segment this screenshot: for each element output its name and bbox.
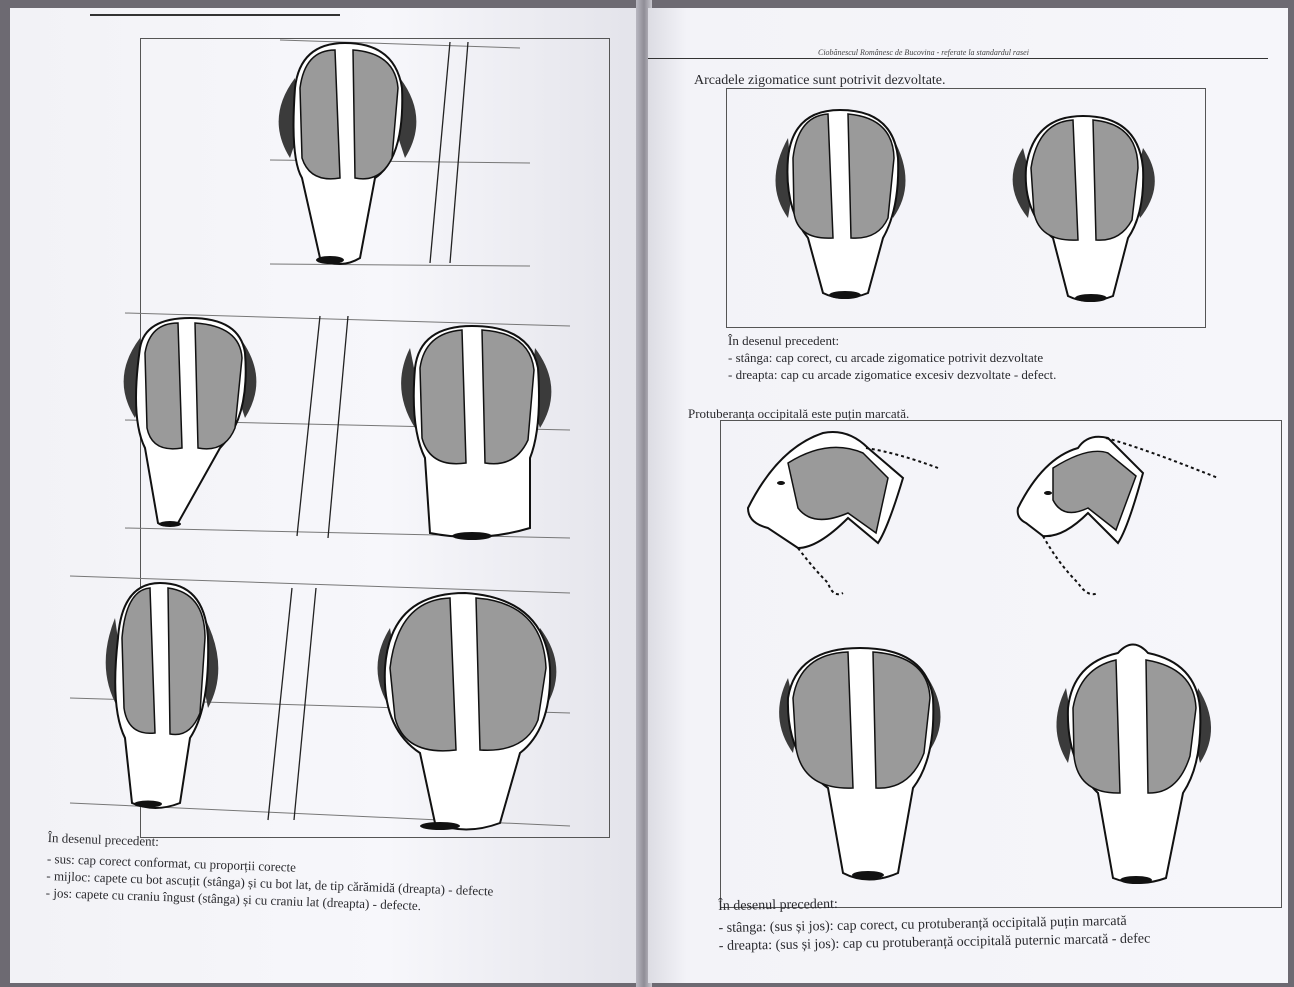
guide-line (280, 40, 520, 48)
head-drawing-occipital-marked (1056, 645, 1211, 885)
head-drawing-narrow-skull (106, 583, 219, 808)
measure-arrow (297, 316, 320, 536)
measure-arrow (294, 588, 316, 820)
measure-arrow (450, 42, 468, 263)
dog-head-proportion-figure (10, 8, 640, 858)
head-drawing-occipital-correct (779, 648, 940, 880)
left-page: În desenul precedent: - sus: cap corect … (10, 8, 640, 983)
measure-arrow (430, 42, 450, 263)
head-drawing-brick-muzzle (401, 326, 551, 540)
measure-arrow (328, 316, 348, 538)
right-page: Ciobănescul Românesc de Bucovina - refer… (648, 8, 1288, 983)
occipital-caption: În desenul precedent: - stânga: (sus și … (718, 890, 1150, 956)
head-drawing-correct (279, 43, 417, 264)
head-drawing-pointed-muzzle (124, 318, 257, 527)
left-caption: În desenul precedent: - sus: cap corect … (46, 830, 495, 917)
guide-line (270, 264, 530, 266)
head-profile-marked-occipital (1018, 437, 1218, 595)
head-profile-correct (748, 432, 938, 594)
head-drawing-wide-skull (378, 593, 557, 830)
occipital-protuberance-figure (648, 8, 1288, 928)
